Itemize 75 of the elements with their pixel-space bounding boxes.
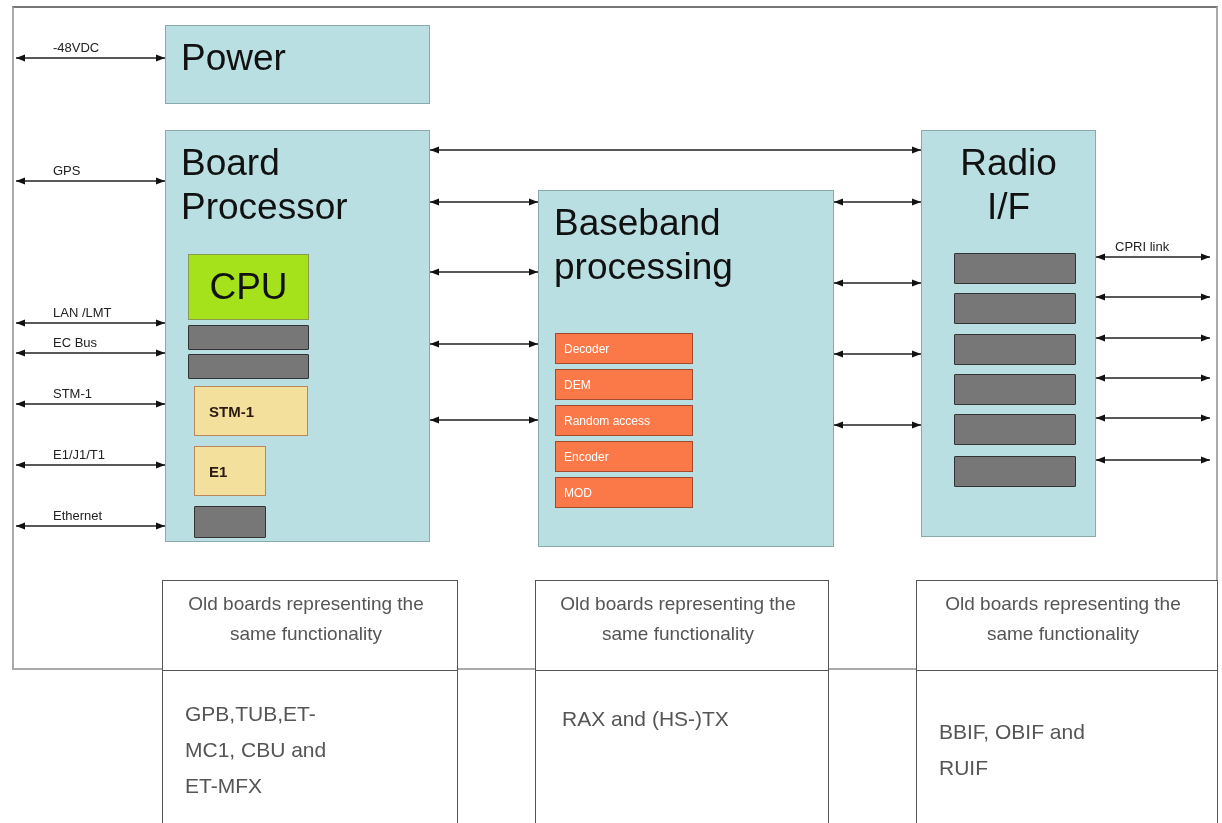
interface-bar — [954, 253, 1076, 284]
node-label: Encoder — [563, 449, 609, 464]
radio-interface-block — [921, 130, 1096, 537]
node-label: Old boards representing the same functionality — [187, 592, 425, 647]
connector-arrow — [1095, 253, 1211, 261]
node-label: Old boards representing the same functionality — [944, 592, 1182, 647]
function-block — [555, 477, 693, 508]
baseband-block — [538, 190, 834, 547]
node-label: Power — [180, 36, 286, 80]
interface-bar — [954, 293, 1076, 324]
node-label: Board Processor — [180, 141, 349, 230]
node-label: BBIF, OBIF and RUIF — [938, 719, 1086, 781]
connector-arrow — [833, 198, 922, 206]
connector-arrow — [15, 177, 166, 185]
connector-arrow — [15, 400, 166, 408]
connector-arrow — [15, 54, 166, 62]
edge-label: Ethernet — [52, 509, 104, 523]
connector-arrow — [1095, 414, 1211, 422]
connector-arrow — [833, 421, 922, 429]
connector-arrow — [429, 146, 922, 154]
connector-arrow — [429, 268, 539, 276]
node-label: Decoder — [563, 341, 610, 356]
power-block — [165, 25, 430, 104]
table-cell — [535, 580, 829, 672]
interface-bar — [954, 374, 1076, 405]
function-block — [555, 441, 693, 472]
node-label: Baseband processing — [553, 201, 734, 290]
connector-arrow — [429, 416, 539, 424]
function-block — [555, 369, 693, 400]
edge-label: LAN /LMT — [52, 306, 113, 320]
function-block — [555, 333, 693, 364]
connector-arrow — [429, 340, 539, 348]
node-label: GPB,TUB,ET-MC1, CBU and ET-MFX — [184, 701, 328, 799]
interface-bar — [954, 414, 1076, 445]
connector-arrow — [15, 349, 166, 357]
edge-label: EC Bus — [52, 336, 99, 350]
connector-arrow — [1095, 334, 1211, 342]
edge-label: GPS — [52, 164, 82, 178]
node-label: CPU — [209, 266, 288, 308]
connector-arrow — [1095, 374, 1211, 382]
interface-bar — [188, 325, 309, 350]
interface-bar — [954, 456, 1076, 487]
board-processor-block — [165, 130, 430, 542]
cpu-block — [188, 254, 309, 320]
table-cell — [916, 670, 1218, 823]
connector-arrow — [833, 279, 922, 287]
interface-bar — [188, 354, 309, 379]
interface-bar — [194, 506, 266, 538]
node-label: RAX and (HS-)TX — [561, 706, 730, 732]
table-cell — [916, 580, 1218, 672]
table-cell — [535, 670, 829, 823]
connector-arrow — [15, 319, 166, 327]
node-label: Old boards representing the same functionality — [559, 592, 797, 647]
connector-arrow — [1095, 293, 1211, 301]
connector-arrow — [429, 198, 539, 206]
interface-block — [194, 386, 308, 436]
edge-label: -48VDC — [52, 41, 101, 55]
node-label: E1 — [208, 462, 228, 480]
connector-arrow — [15, 522, 166, 530]
function-block — [555, 405, 693, 436]
node-label: STM-1 — [208, 402, 254, 420]
node-label: Random access — [563, 413, 651, 428]
connector-arrow — [1095, 456, 1211, 464]
table-cell — [162, 670, 458, 823]
node-label: Radio I/F — [959, 141, 1058, 230]
edge-label: E1/J1/T1 — [52, 448, 107, 462]
node-label: MOD — [563, 485, 592, 500]
table-cell — [162, 580, 458, 672]
node-label: DEM — [563, 377, 591, 392]
interface-bar — [954, 334, 1076, 365]
edge-label: CPRI link — [1114, 240, 1171, 254]
interface-block — [194, 446, 266, 496]
edge-label: STM-1 — [52, 387, 93, 401]
connector-arrow — [15, 461, 166, 469]
connector-arrow — [833, 350, 922, 358]
